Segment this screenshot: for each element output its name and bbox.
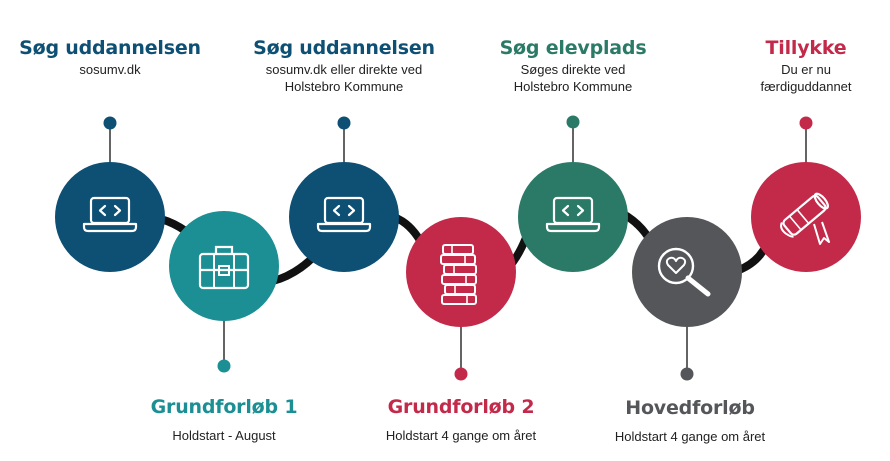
step-subtitle-line: Du er nu: [781, 62, 831, 77]
step-title: Søg elevplads: [499, 37, 647, 59]
step-subtitle-line: Holdstart - August: [172, 428, 276, 443]
step-5-circle: [518, 162, 628, 272]
step-7-label: Tillykke Du er nu færdiguddannet: [691, 36, 890, 95]
stem-step-6: [680, 326, 694, 381]
marker-dot: [217, 359, 231, 373]
step-subtitle-line: færdiguddannet: [760, 79, 852, 94]
step-2-circle: [169, 211, 279, 321]
books-icon: [440, 244, 477, 305]
step-7-circle: [751, 162, 861, 272]
step-subtitle-line: Holdstart 4 gange om året: [614, 429, 766, 444]
step-4-label: Grundforløb 2 Holdstart 4 gange om året: [346, 395, 576, 444]
step-1-circle: [55, 162, 165, 272]
step-subtitle-line: Holstebro Kommune: [513, 79, 633, 94]
step-6-circle: [632, 217, 742, 327]
step-3-label: Søg uddannelsen sosumv.dk eller direkte …: [229, 36, 459, 95]
marker-dot: [454, 367, 468, 381]
step-title: Søg uddannelsen: [19, 37, 201, 59]
step-subtitle-line: Holstebro Kommune: [284, 79, 404, 94]
step-3-circle: [289, 162, 399, 272]
step-subtitle-line: sosumv.dk eller direkte ved: [265, 62, 423, 77]
step-title: Grundforløb 1: [150, 396, 298, 418]
step-title: Grundforløb 2: [387, 396, 535, 418]
stem-step-4: [454, 325, 468, 381]
stem-step-7: [799, 116, 813, 165]
stem-step-2: [217, 318, 231, 373]
marker-dot: [337, 116, 351, 130]
step-title: Søg uddannelsen: [253, 37, 435, 59]
stem-step-3: [337, 116, 351, 165]
step-subtitle-line: Holdstart 4 gange om året: [385, 428, 537, 443]
step-6-label: Hovedforløb Holdstart 4 gange om året: [575, 396, 805, 445]
step-2-label: Grundforløb 1 Holdstart - August: [109, 395, 339, 444]
step-title: Tillykke: [765, 37, 847, 59]
step-5-label: Søg elevplads Søges direkte ved Holstebr…: [458, 36, 688, 95]
stem-step-1: [103, 116, 117, 165]
marker-dot: [680, 367, 694, 381]
step-1-label: Søg uddannelsen sosumv.dk: [0, 36, 225, 78]
step-subtitle-line: Søges direkte ved: [520, 62, 626, 77]
step-subtitle-line: sosumv.dk: [79, 62, 141, 77]
marker-dot: [103, 116, 117, 130]
marker-dot: [566, 115, 580, 129]
step-title: Hovedforløb: [625, 397, 755, 419]
marker-dot: [799, 116, 813, 130]
step-4-circle: [406, 217, 516, 327]
stem-step-5: [566, 115, 580, 165]
